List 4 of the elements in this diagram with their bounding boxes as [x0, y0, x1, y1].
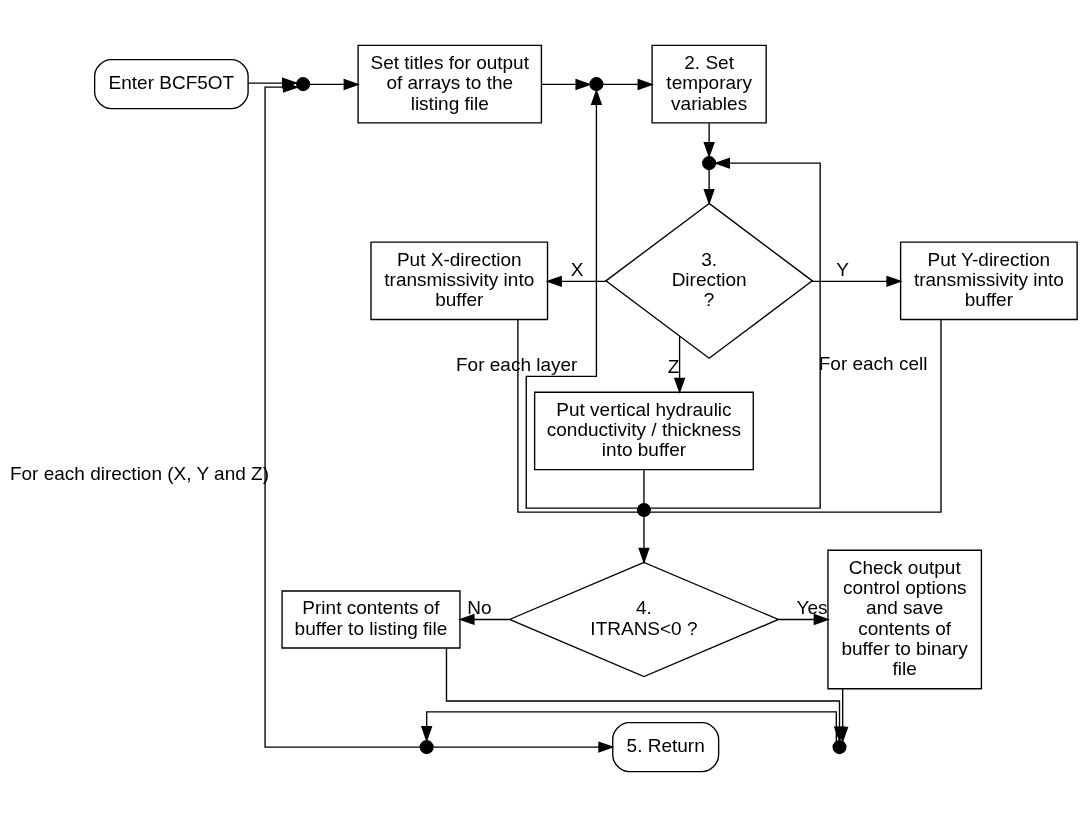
- edge-label: X: [570, 258, 584, 280]
- edge-label: Yes: [796, 596, 828, 618]
- edge-label: No: [467, 596, 492, 618]
- edge-label: Y: [836, 258, 849, 280]
